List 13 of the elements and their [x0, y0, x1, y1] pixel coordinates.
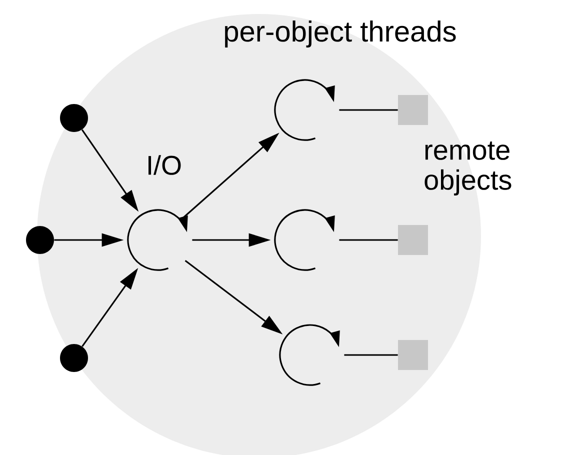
- dot: [60, 104, 88, 132]
- thread-loop: [279, 324, 340, 386]
- thread-loop: [274, 209, 335, 271]
- object-square: [398, 225, 428, 255]
- heading: per-object threads: [225, 20, 456, 48]
- label: remote objects: [424, 142, 512, 196]
- thread-loop: [274, 79, 335, 141]
- dot: [60, 344, 88, 372]
- object-square: [398, 95, 428, 125]
- thread-loop: [127, 209, 188, 271]
- dot: [26, 226, 54, 254]
- object-square: [398, 340, 428, 370]
- thread-label: I/O: [148, 155, 181, 175]
